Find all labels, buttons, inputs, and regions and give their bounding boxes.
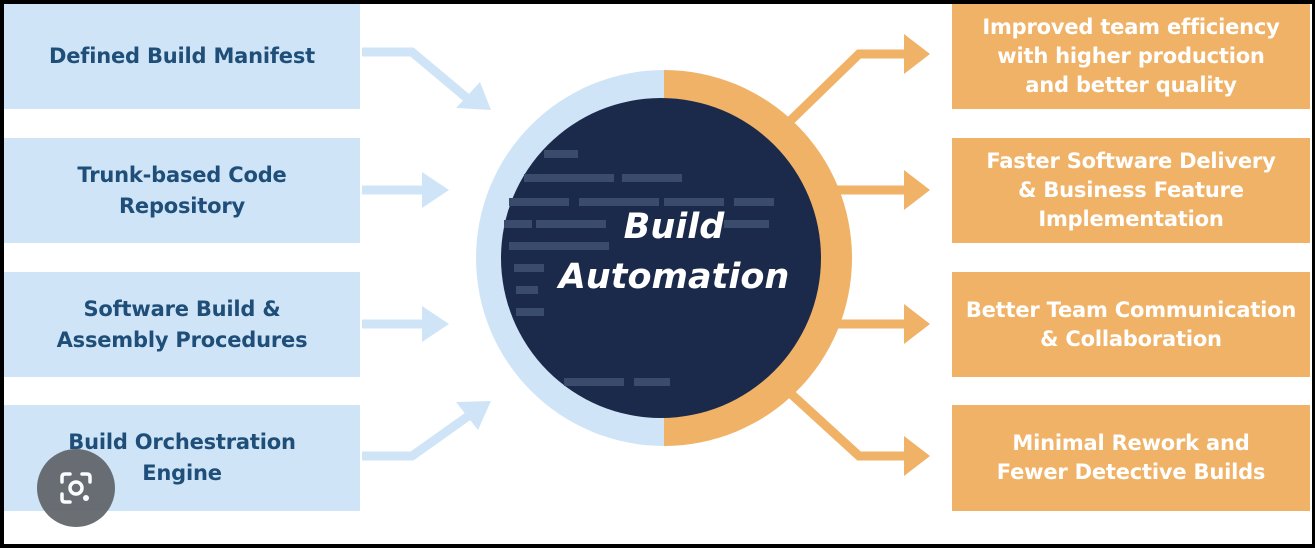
input-label-build-manifest: Defined Build Manifest xyxy=(49,44,315,68)
code-lines-decoration xyxy=(504,150,774,386)
output-box-faster-delivery: Faster Software Delivery & Business Feat… xyxy=(952,138,1310,243)
input-arrow-3-head xyxy=(422,306,449,342)
output-box-minimal-rework: Minimal Rework and Fewer Detective Build… xyxy=(952,405,1310,511)
input-label-build-procedures: Software Build & Assembly Procedures xyxy=(56,296,308,352)
output-arrow-4-head xyxy=(904,436,930,476)
input-box-build-procedures: Software Build & Assembly Procedures xyxy=(4,272,360,377)
input-box-build-manifest: Defined Build Manifest xyxy=(4,4,360,109)
output-arrow-4 xyxy=(785,388,909,461)
input-box-code-repository: Trunk-based Code Repository xyxy=(4,138,360,243)
output-label-minimal-rework: Minimal Rework and Fewer Detective Build… xyxy=(996,431,1266,484)
input-arrow-1-head xyxy=(456,82,491,110)
output-arrow-3-head xyxy=(904,304,930,344)
output-label-team-efficiency: Improved team efficiency with higher pro… xyxy=(982,15,1280,97)
input-arrow-4 xyxy=(362,408,477,461)
lens-search-button[interactable] xyxy=(37,449,115,527)
input-label-code-repository: Trunk-based Code Repository xyxy=(77,162,287,218)
center-title: Build Automation xyxy=(558,207,790,297)
diagram-canvas: Defined Build Manifest Trunk-based Code … xyxy=(4,4,1312,544)
input-arrow-2-head xyxy=(422,172,449,208)
input-arrow-4-head xyxy=(456,401,491,430)
output-label-team-communication: Better Team Communication & Collaboratio… xyxy=(965,297,1297,351)
output-box-team-efficiency: Improved team efficiency with higher pro… xyxy=(952,4,1310,109)
input-arrows xyxy=(362,47,491,461)
output-arrow-2-head xyxy=(904,170,930,210)
output-label-faster-delivery: Faster Software Delivery & Business Feat… xyxy=(986,149,1276,231)
output-arrow-1-head xyxy=(904,34,930,74)
lens-search-icon xyxy=(60,472,92,504)
output-arrows xyxy=(785,34,930,476)
input-arrow-1 xyxy=(362,47,477,108)
output-box-team-communication: Better Team Communication & Collaboratio… xyxy=(952,272,1310,377)
flow-graphic xyxy=(362,34,930,476)
input-label-orchestration-engine: Build Orchestration Engine xyxy=(68,430,296,485)
output-arrow-1 xyxy=(785,49,909,126)
